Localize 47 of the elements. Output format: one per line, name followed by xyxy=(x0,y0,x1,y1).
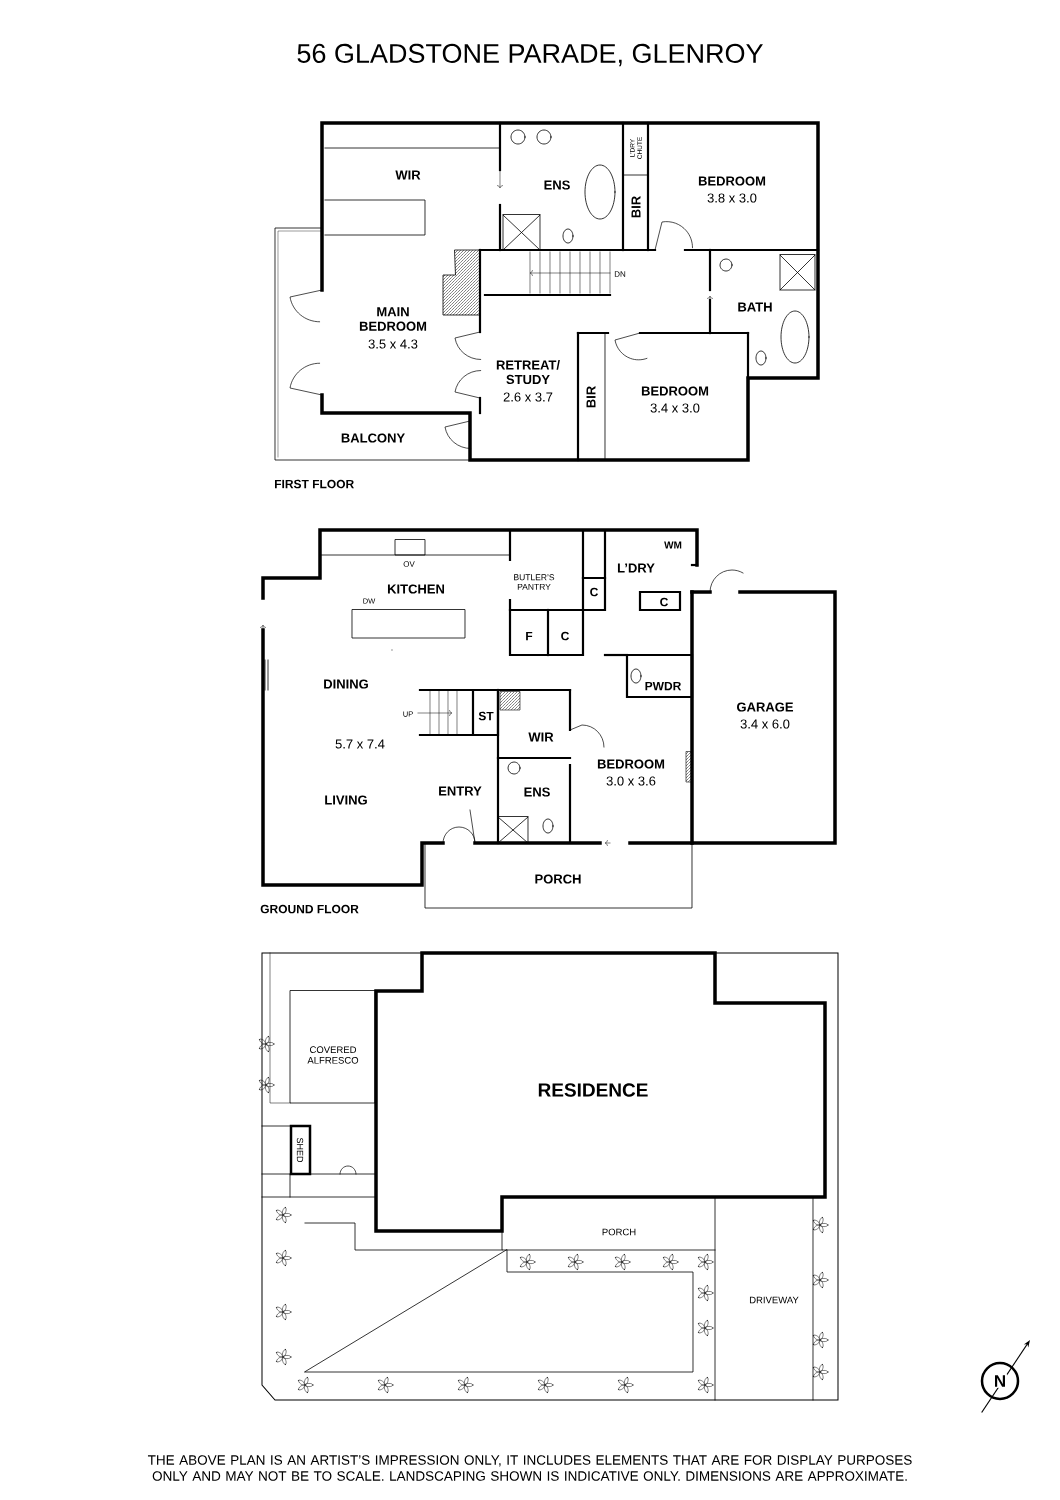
room-label: PORCH xyxy=(535,874,581,884)
small-label: BUTLER’S PANTRY xyxy=(514,574,555,590)
room-label: BEDROOM xyxy=(597,759,665,769)
dimension-label: 3.8 x 3.0 xyxy=(707,193,757,203)
room-label: BIR xyxy=(631,196,641,218)
room-label: PWDR xyxy=(645,681,682,691)
room-label: L’DRY xyxy=(617,563,655,573)
floor-label: FIRST FLOOR xyxy=(275,479,354,489)
room-label: KITCHEN xyxy=(387,584,444,594)
small-label: COVERED ALFRESCO xyxy=(307,1046,359,1064)
room-label: C xyxy=(561,631,569,641)
disclaimer-note: THE ABOVE PLAN IS AN ARTIST’S IMPRESSION ONLY, IT INCLUDES ELEMENTS THAT ARE FOR DISPLAY PURPOSES ONLY AND MAY NOT BE TO SCALE. LANDSCAPING SHOWN IS INDICATIVE ONLY. DIMENSIONS ARE APPROXIMATE. xyxy=(147,1455,912,1481)
room-label: GARAGE xyxy=(737,702,793,712)
room-label: ST xyxy=(478,711,494,721)
room-label: DINING xyxy=(324,679,368,689)
room-label: LIVING xyxy=(325,795,367,805)
dimension-label: 2.6 x 3.7 xyxy=(503,392,553,402)
area-label: RESIDENCE xyxy=(538,1083,648,1097)
room-label: BATH xyxy=(738,302,772,312)
room-label: BEDROOM xyxy=(641,386,709,396)
compass-letter: N xyxy=(992,1374,1008,1388)
dimension-label: 3.4 x 6.0 xyxy=(740,719,790,729)
small-label: DRIVEWAY xyxy=(750,1296,799,1304)
room-label: WIR xyxy=(395,170,421,180)
dimension-label: 5.7 x 7.4 xyxy=(335,739,385,749)
room-label: WIR xyxy=(528,732,554,742)
room-label: ENS xyxy=(524,787,550,797)
small-label: SHED xyxy=(296,1137,304,1163)
small-label: PORCH xyxy=(602,1228,636,1236)
small-label: WM xyxy=(664,541,682,549)
room-label: RETREAT/ STUDY xyxy=(496,359,560,385)
room-label: C xyxy=(590,587,598,597)
dimension-label: 3.5 x 4.3 xyxy=(368,339,418,349)
dimension-label: 3.4 x 3.0 xyxy=(650,403,700,413)
room-label: C xyxy=(660,597,668,607)
room-label: MAIN BEDROOM xyxy=(359,307,427,331)
room-label: BALCONY xyxy=(341,433,405,443)
room-label: BEDROOM xyxy=(698,176,766,186)
title: 56 GLADSTONE PARADE, GLENROY xyxy=(297,43,763,67)
small-label: OV xyxy=(403,561,415,567)
room-label: ENTRY xyxy=(439,786,482,796)
room-label: BIR xyxy=(586,386,596,408)
dimension-label: 3.0 x 3.6 xyxy=(606,776,656,786)
room-label: ENS xyxy=(544,180,570,190)
floor-label: GROUND FLOOR xyxy=(260,904,359,914)
room-label: F xyxy=(526,631,533,641)
small-label: DN xyxy=(614,271,626,277)
